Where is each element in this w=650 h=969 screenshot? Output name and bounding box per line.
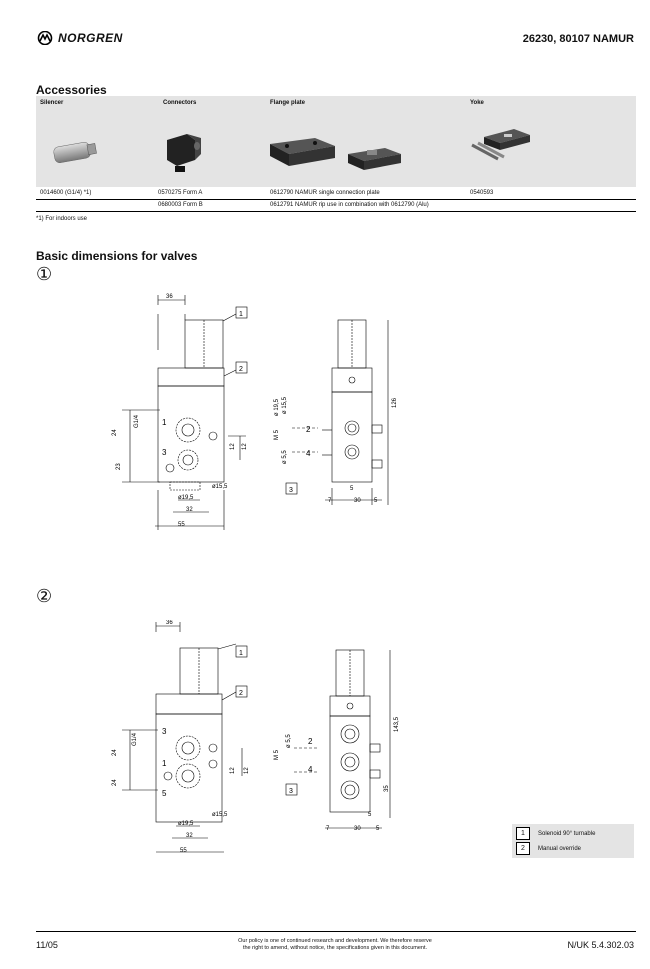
figure-2-drawing: 36 55 32 ø19,5 ø15,5 3 1 5 30 7 5 5 2 4 … xyxy=(112,620,400,854)
svg-text:ø 5,5: ø 5,5 xyxy=(282,450,288,464)
accessories-image-panel xyxy=(36,96,636,187)
flange-code-1: 0612790 NAMUR single connection plate xyxy=(270,190,380,196)
brand-name: NORGREN xyxy=(58,31,123,45)
svg-text:ø19,5: ø19,5 xyxy=(178,495,194,501)
connector-code-b: 0680003 Form B xyxy=(158,202,203,208)
norgren-logo-icon xyxy=(37,31,53,45)
svg-text:30: 30 xyxy=(354,826,361,832)
svg-text:ø19,5: ø19,5 xyxy=(178,821,194,827)
svg-text:32: 32 xyxy=(186,507,193,513)
figure-1-drawing: 36 55 32 ø19,5 ø15,5 1 3 30 7 5 2 4 5 24… xyxy=(112,294,398,530)
svg-text:1: 1 xyxy=(162,759,167,768)
svg-text:5: 5 xyxy=(376,826,380,832)
svg-text:5: 5 xyxy=(162,789,167,798)
footer-policy-line-1: Our policy is one of continued research … xyxy=(238,938,432,944)
svg-text:12: 12 xyxy=(244,767,250,774)
svg-text:7: 7 xyxy=(328,498,332,504)
svg-text:M 5: M 5 xyxy=(274,429,280,440)
svg-text:7: 7 xyxy=(326,826,330,832)
svg-text:1: 1 xyxy=(239,311,243,318)
column-header-flange-plate: Flange plate xyxy=(270,100,306,106)
svg-text:2: 2 xyxy=(239,366,243,373)
svg-text:2: 2 xyxy=(239,690,243,697)
svg-text:G1/4: G1/4 xyxy=(134,414,140,428)
legend-text-1: Solenoid 90° turnable xyxy=(538,830,596,837)
svg-text:55: 55 xyxy=(178,522,185,528)
footer-policy: Our policy is one of continued research … xyxy=(195,938,475,952)
svg-text:12: 12 xyxy=(230,443,236,450)
svg-text:23: 23 xyxy=(116,463,122,470)
svg-text:36: 36 xyxy=(166,294,173,300)
document-title: 26230, 80107 NAMUR xyxy=(522,33,634,45)
svg-text:ø 19,5: ø 19,5 xyxy=(274,398,280,416)
svg-text:ø 5,5: ø 5,5 xyxy=(286,734,292,748)
silencer-image xyxy=(53,142,97,163)
dimensions-title: Basic dimensions for valves xyxy=(36,249,198,263)
column-header-connectors: Connectors xyxy=(163,100,197,106)
accessories-title: Accessories xyxy=(36,83,107,97)
legend-number-2: 2 xyxy=(516,842,530,855)
footer-rule xyxy=(36,931,636,932)
silencer-code: 0014600 (G1/4) *1) xyxy=(40,190,92,196)
legend-item-2: 2 Manual override xyxy=(516,842,630,855)
svg-text:36: 36 xyxy=(166,620,173,626)
footer-doc-number: N/UK 5.4.302.03 xyxy=(567,940,634,950)
norgren-logo: NORGREN xyxy=(36,31,123,45)
svg-text:ø15,5: ø15,5 xyxy=(212,812,228,818)
connector-code-a: 0570275 Form A xyxy=(158,190,203,196)
footer-policy-line-2: the right to amend, without notice, the … xyxy=(242,945,428,951)
svg-text:M 5: M 5 xyxy=(274,749,280,760)
svg-text:24: 24 xyxy=(112,429,118,436)
svg-text:2: 2 xyxy=(308,737,313,746)
flange-plate-image xyxy=(270,138,335,166)
svg-text:12: 12 xyxy=(230,767,236,774)
legend-number-1: 1 xyxy=(516,827,530,840)
accessories-footnote: *1) For indoors use xyxy=(36,216,88,222)
svg-text:126: 126 xyxy=(392,397,398,408)
flange-code-2: 0612791 NAMUR rip use in combination wit… xyxy=(270,202,429,208)
footer-date: 11/05 xyxy=(36,940,58,950)
connector-image xyxy=(167,134,201,172)
figure-1-number: ① xyxy=(36,264,53,284)
svg-text:4: 4 xyxy=(308,765,313,774)
svg-text:1: 1 xyxy=(162,418,167,427)
svg-text:ø15,5: ø15,5 xyxy=(212,484,228,490)
figure-2-number: ② xyxy=(36,586,53,606)
svg-text:12: 12 xyxy=(242,443,248,450)
svg-text:30: 30 xyxy=(354,498,361,504)
svg-text:24: 24 xyxy=(112,779,118,786)
svg-text:3: 3 xyxy=(289,788,293,795)
svg-text:24: 24 xyxy=(112,749,118,756)
svg-text:143,5: 143,5 xyxy=(394,716,400,732)
flange-rip-image xyxy=(348,148,401,170)
svg-text:5: 5 xyxy=(368,812,372,818)
svg-text:G1/4: G1/4 xyxy=(132,732,138,746)
svg-text:3: 3 xyxy=(289,487,293,494)
yoke-image xyxy=(471,129,530,161)
svg-text:32: 32 xyxy=(186,833,193,839)
svg-text:3: 3 xyxy=(162,448,167,457)
svg-text:5: 5 xyxy=(350,486,354,492)
svg-text:ø 15,5: ø 15,5 xyxy=(282,396,288,414)
svg-text:5: 5 xyxy=(374,498,378,504)
table-rule xyxy=(36,199,636,200)
svg-text:4: 4 xyxy=(306,449,311,458)
svg-text:2: 2 xyxy=(306,425,311,434)
svg-text:3: 3 xyxy=(162,727,167,736)
column-header-silencer: Silencer xyxy=(40,100,64,106)
svg-text:1: 1 xyxy=(239,650,243,657)
legend: 1 Solenoid 90° turnable 2 Manual overrid… xyxy=(512,824,634,858)
svg-text:55: 55 xyxy=(180,848,187,854)
table-bottom-rule xyxy=(36,211,636,212)
column-header-yoke: Yoke xyxy=(470,100,484,106)
yoke-code: 0540593 xyxy=(470,190,494,196)
legend-text-2: Manual override xyxy=(538,845,582,852)
svg-text:35: 35 xyxy=(384,785,390,792)
legend-item-1: 1 Solenoid 90° turnable xyxy=(516,827,630,840)
